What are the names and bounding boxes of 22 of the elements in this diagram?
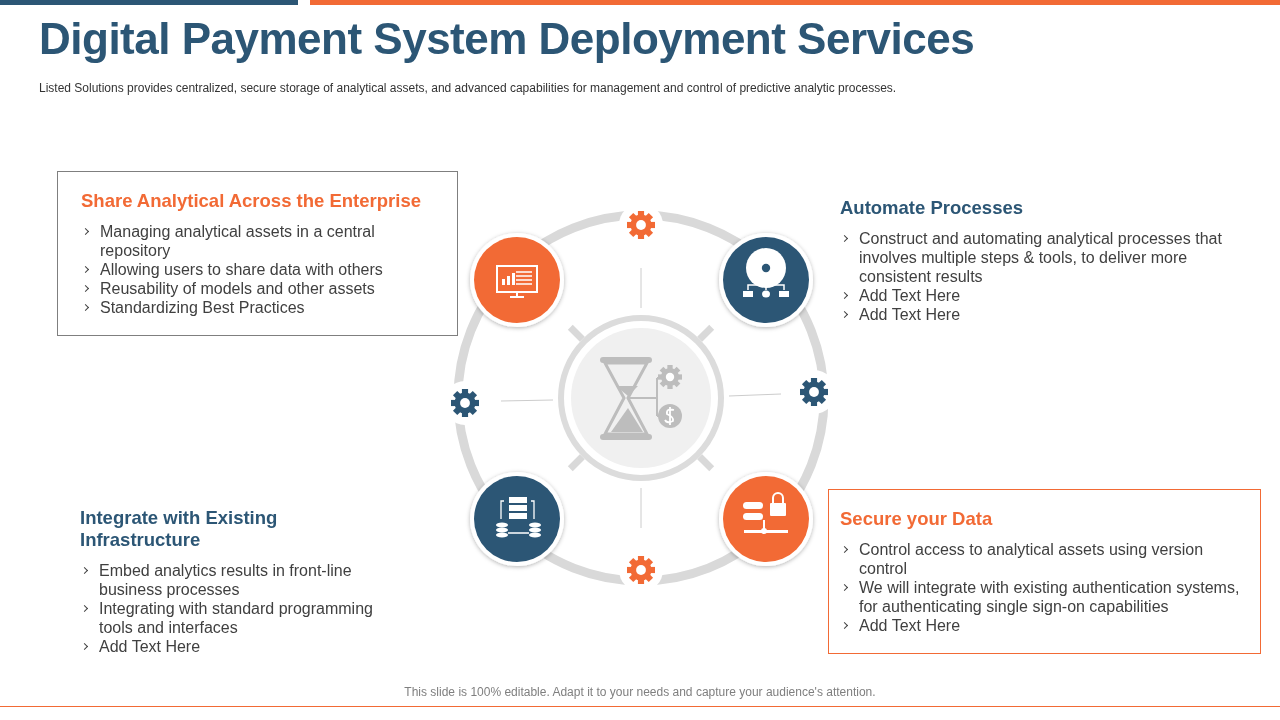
bullet-item: Construct and automating analytical processes that involves multiple steps & tools, to deliver more consistent results [840,229,1240,286]
bullet-item: Managing analytical assets in a central repository [81,222,449,260]
bullet-item: Add Text Here [840,305,1240,324]
card-heading: Share Analytical Across the Enterprise [81,190,422,212]
bullet-item: Add Text Here [80,637,379,656]
card-heading: Secure your Data [840,508,994,530]
bullet-item: Add Text Here [840,286,1240,305]
bullet-item: Allowing users to share data with others [81,260,449,279]
bullet-item: Integrating with standard programming tools and interfaces [80,599,379,637]
card-heading: Automate Processes [840,197,1025,219]
card-heading: Integrate with Existing Infrastructure [80,507,279,551]
subtitle-text: Listed Solutions provides centralized, secure storage of analytical assets, and advanced capabilities for management and control of predictive analytic processes. [39,81,897,95]
bullet-item: Reusability of models and other assets [81,279,449,298]
bullet-item: Control access to analytical assets using version control [840,540,1252,578]
bullet-item: Standardizing Best Practices [81,298,449,317]
text-card [57,171,458,336]
footer-note: This slide is 100% editable. Adapt it to your needs and capture your audience's attention. [403,685,877,699]
text-card [828,489,1261,654]
slide-title: Digital Payment System Deployment Services [39,14,975,64]
bullet-item: Embed analytics results in front-line business processes [80,561,379,599]
bullet-item: We will integrate with existing authentication systems, for authenticating single sign-on capabilities [840,578,1252,616]
bullet-item: Add Text Here [840,616,1252,635]
